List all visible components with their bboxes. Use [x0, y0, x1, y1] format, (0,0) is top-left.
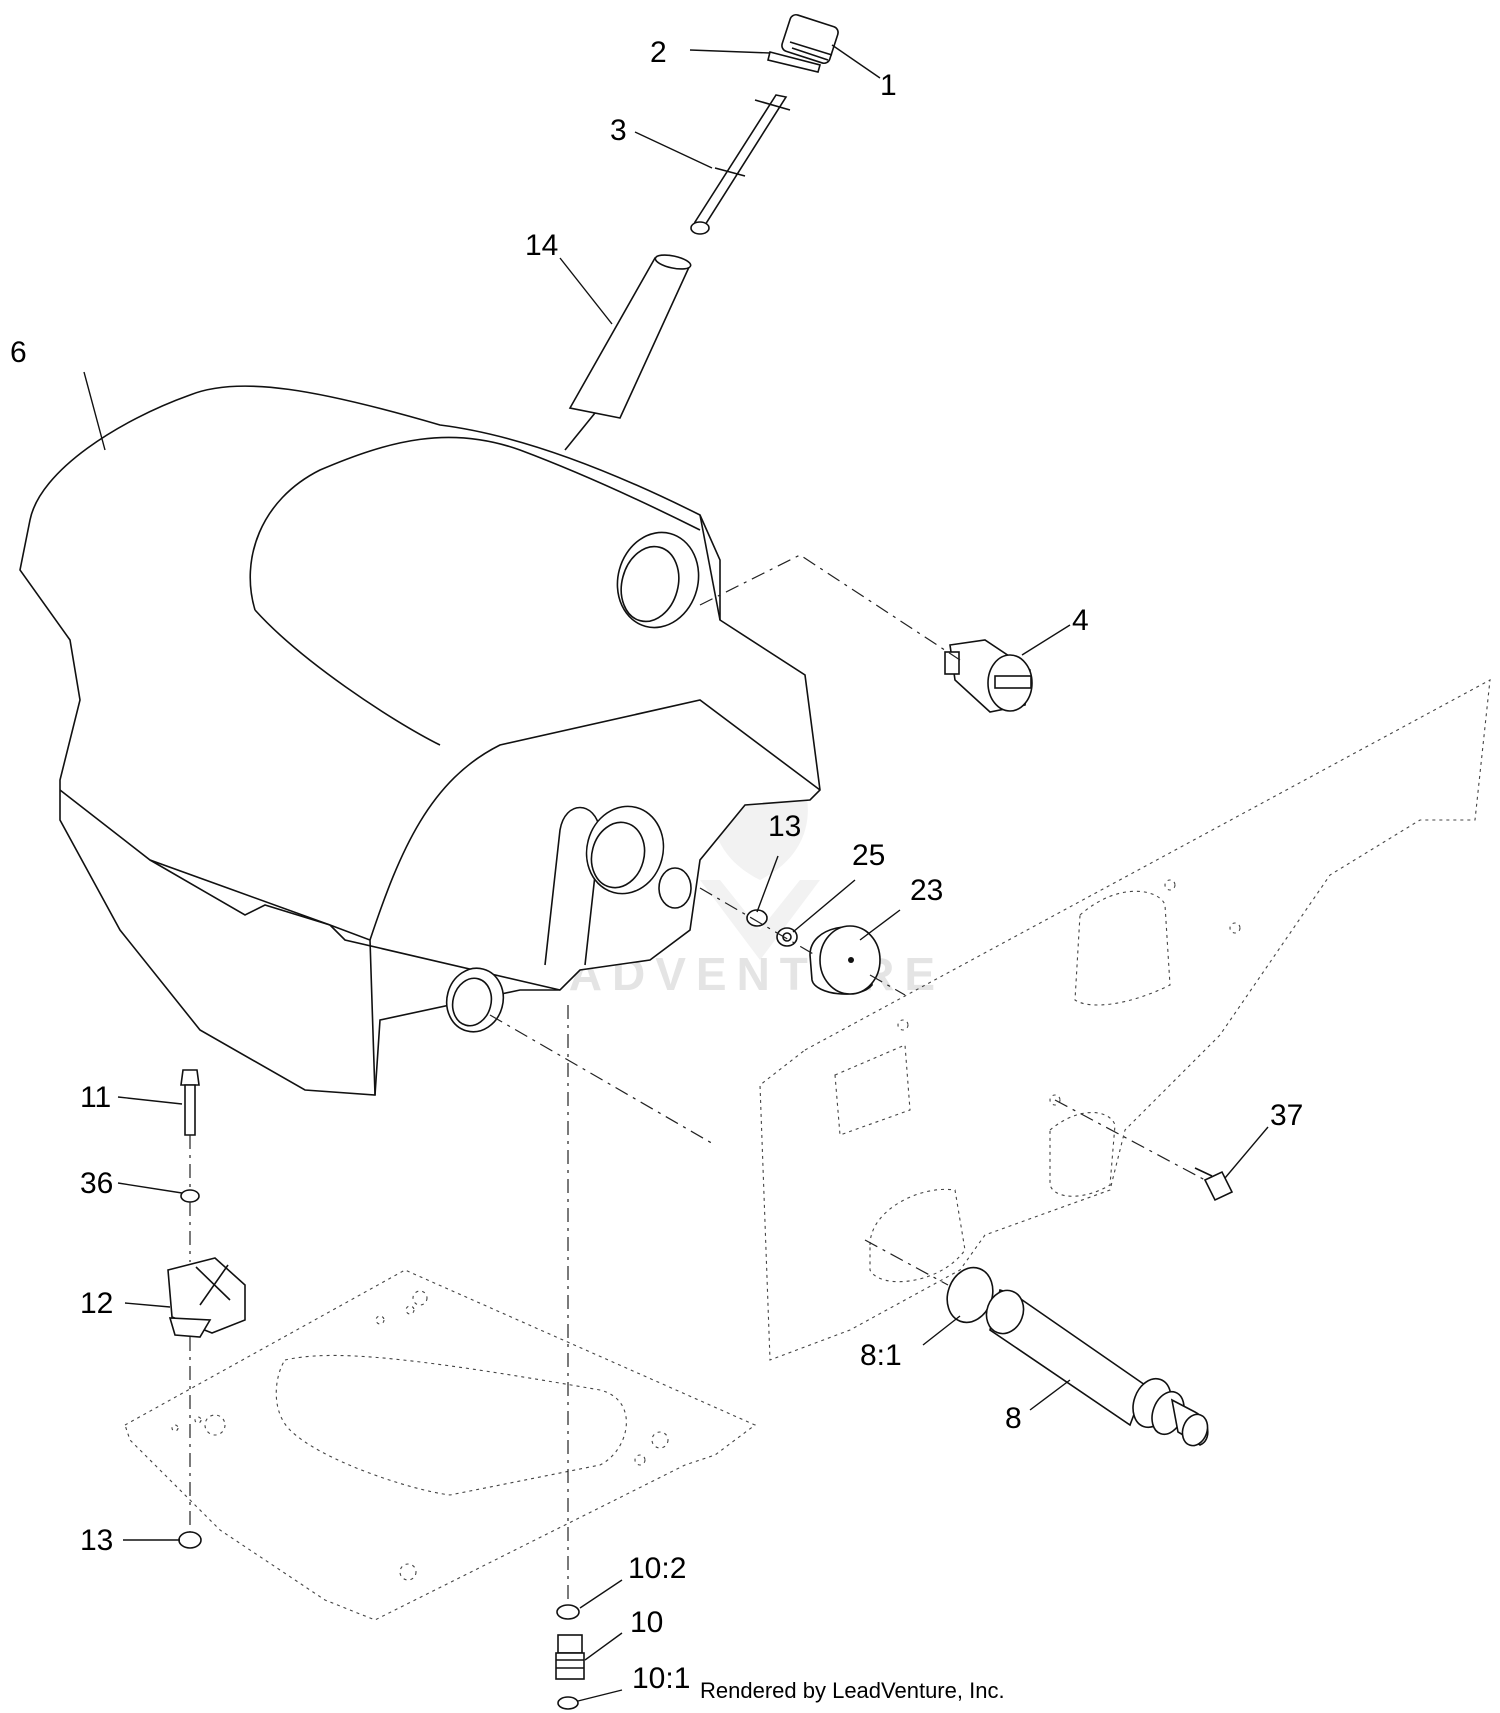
- callout-10-2: 10:2: [628, 1552, 686, 1585]
- callout-12: 12: [80, 1287, 113, 1320]
- grommet-part-23: [809, 925, 881, 995]
- callout-1: 1: [880, 69, 897, 102]
- callout-13-bottom: 13: [80, 1524, 113, 1557]
- callout-8: 8: [1005, 1402, 1022, 1435]
- bolt-part-37: [1194, 1167, 1234, 1202]
- callout-2: 2: [650, 36, 667, 69]
- render-credit: Rendered by LeadVenture, Inc.: [700, 1678, 1005, 1703]
- washer-part-10-2: [556, 1604, 580, 1620]
- gasket-part-2: [767, 51, 821, 73]
- base-plate: [124, 1269, 757, 1621]
- callout-8-1: 8:1: [860, 1339, 902, 1372]
- callout-25: 25: [852, 839, 885, 872]
- alignment-line-4: [699, 554, 961, 661]
- callout-37: 37: [1270, 1099, 1303, 1132]
- fuel-tank: [19, 385, 821, 1096]
- dipstick-part-3: [690, 94, 791, 235]
- washer-part-25: [776, 927, 798, 947]
- filler-neck-part-14: [564, 254, 692, 451]
- isolator-part-12: [167, 1257, 246, 1338]
- washer-part-36: [180, 1189, 200, 1203]
- callout-10-1: 10:1: [632, 1662, 690, 1695]
- fuel-cap-part-1: [781, 13, 839, 65]
- callout-10: 10: [630, 1606, 663, 1639]
- frame-plate: [759, 679, 1491, 1361]
- callout-3: 3: [610, 114, 627, 147]
- fitting-part-10: [555, 1634, 585, 1680]
- callout-14: 14: [525, 229, 558, 262]
- callout-23: 23: [910, 874, 943, 907]
- callout-6: 6: [10, 336, 27, 369]
- bolt-part-11: [180, 1069, 200, 1136]
- callout-36: 36: [80, 1167, 113, 1200]
- washer-part-10-1: [557, 1696, 579, 1710]
- valve-part-4: [944, 639, 1033, 713]
- callout-11: 11: [80, 1081, 111, 1114]
- callout-4: 4: [1072, 604, 1089, 637]
- nut-part-13-bottom: [178, 1531, 202, 1549]
- nut-part-13: [746, 909, 768, 927]
- tube-part-8: [985, 1288, 1209, 1447]
- callout-13-top: 13: [768, 810, 801, 843]
